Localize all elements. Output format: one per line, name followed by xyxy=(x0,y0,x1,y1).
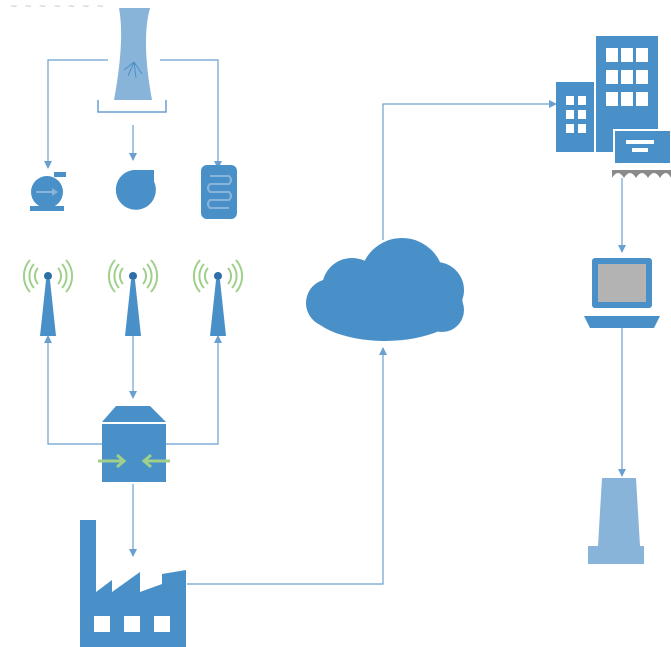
connectors xyxy=(44,59,626,585)
connector-gateway-to-antenna-right xyxy=(166,335,222,445)
top-caption: ~ ~ ~ ~ ~ ~ ~ xyxy=(10,2,106,12)
factory-icon xyxy=(80,520,186,647)
connector-tower-to-exchanger xyxy=(160,59,222,169)
connector-cloud-to-buildings xyxy=(382,100,557,240)
connector-factory-to-cloud xyxy=(187,347,387,585)
antenna-icon-right xyxy=(192,259,244,336)
silo-icon xyxy=(588,478,644,564)
laptop-icon xyxy=(584,258,660,328)
blower-icon xyxy=(115,170,156,210)
heat-exchanger-icon xyxy=(201,165,237,219)
cloud-icon xyxy=(306,238,464,341)
cooling-tower-icon xyxy=(97,8,167,113)
connector-gateway-to-antenna-left xyxy=(44,335,102,445)
antenna-icon-middle xyxy=(107,259,159,336)
data-center-icon xyxy=(612,129,671,178)
antenna-icon-left xyxy=(22,259,74,336)
pump-icon xyxy=(30,172,66,211)
connector-tower-to-pump xyxy=(44,59,108,169)
gateway-icon xyxy=(98,406,170,482)
